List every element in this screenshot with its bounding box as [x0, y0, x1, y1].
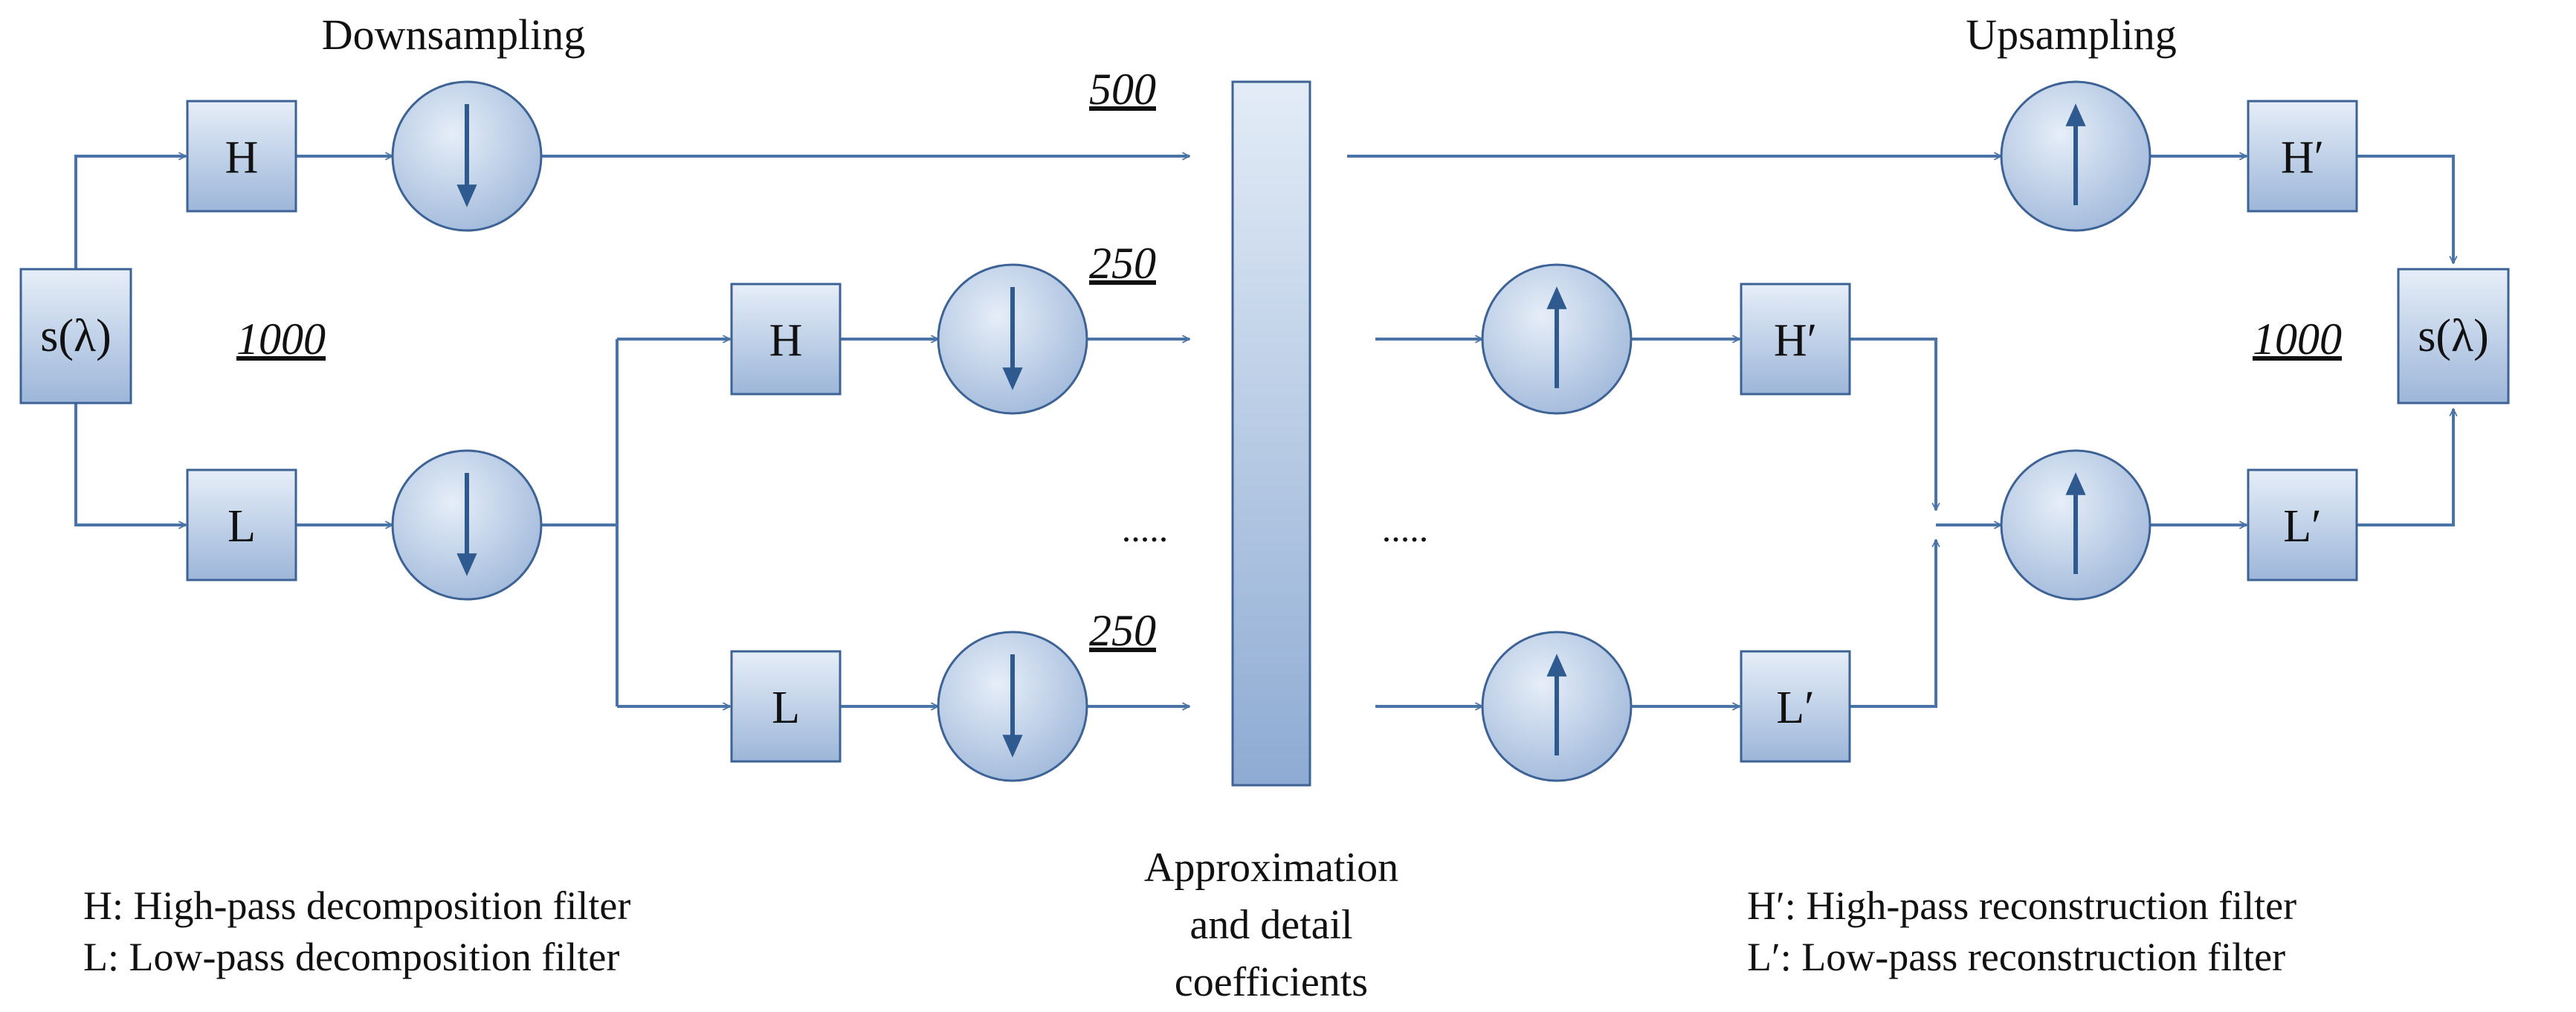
count-input: 1000 — [236, 315, 326, 364]
output-signal-label: s(λ) — [2418, 311, 2488, 361]
legend-left-line1: H: High-pass decomposition filter — [83, 883, 630, 928]
count-level1: 500 — [1089, 65, 1156, 114]
downsample-circle-level2-bottom — [937, 631, 1088, 782]
center-label-line3: coefficients — [1175, 959, 1368, 1005]
low-recon-block-level1: L′ — [2247, 468, 2358, 581]
upsample-circle-level2-bottom — [1481, 631, 1633, 782]
downsample-circle-top — [391, 80, 543, 232]
low-recon-block-level2: L′ — [1740, 650, 1851, 763]
low-filter-label: L — [227, 501, 256, 552]
upsampling-title: Upsampling — [1966, 10, 2177, 59]
count-level2-top: 250 — [1089, 239, 1156, 288]
ellipsis-left: ..... — [1122, 508, 1169, 549]
legend-right-line2: L′: Low-pass reconstruction filter — [1747, 935, 2285, 979]
ellipsis-right: ..... — [1382, 508, 1429, 549]
low-filter-block-level2: L — [730, 650, 842, 763]
count-output: 1000 — [2253, 315, 2342, 364]
high-recon-block-level1: H′ — [2247, 100, 2358, 213]
high-recon-label: H′ — [1774, 315, 1817, 366]
low-recon-label: L′ — [1776, 683, 1814, 733]
wires — [74, 156, 2453, 706]
high-filter-block-level1: H — [186, 100, 297, 213]
count-level2-bottom: 250 — [1089, 606, 1156, 655]
upsample-circle-level2-top — [1481, 263, 1633, 415]
high-filter-label: H — [225, 132, 259, 183]
high-filter-block-level2: H — [730, 283, 842, 396]
downsampling-title: Downsampling — [322, 10, 585, 59]
upsample-circle-mid — [2000, 449, 2151, 601]
high-recon-label: H′ — [2281, 132, 2324, 183]
upsample-circle-top — [2000, 80, 2151, 232]
low-recon-label: L′ — [2283, 501, 2321, 552]
low-filter-label: L — [772, 683, 800, 733]
legend-right-line1: H′: High-pass reconstruction filter — [1747, 883, 2296, 928]
downsample-circle-level2-top — [937, 263, 1088, 415]
output-signal-block: s(λ) — [2397, 268, 2510, 405]
center-label-line1: Approximation — [1144, 845, 1398, 891]
input-signal-label: s(λ) — [40, 311, 111, 361]
input-signal-block: s(λ) — [19, 268, 132, 405]
center-label-line2: and detail — [1189, 902, 1352, 948]
coefficients-bar — [1231, 80, 1311, 787]
downsample-circle-mid — [391, 449, 543, 601]
high-filter-label: H — [769, 315, 803, 366]
legend-left-line2: L: Low-pass decomposition filter — [83, 935, 619, 979]
high-recon-block-level2: H′ — [1740, 283, 1851, 396]
low-filter-block-level1: L — [186, 468, 297, 581]
